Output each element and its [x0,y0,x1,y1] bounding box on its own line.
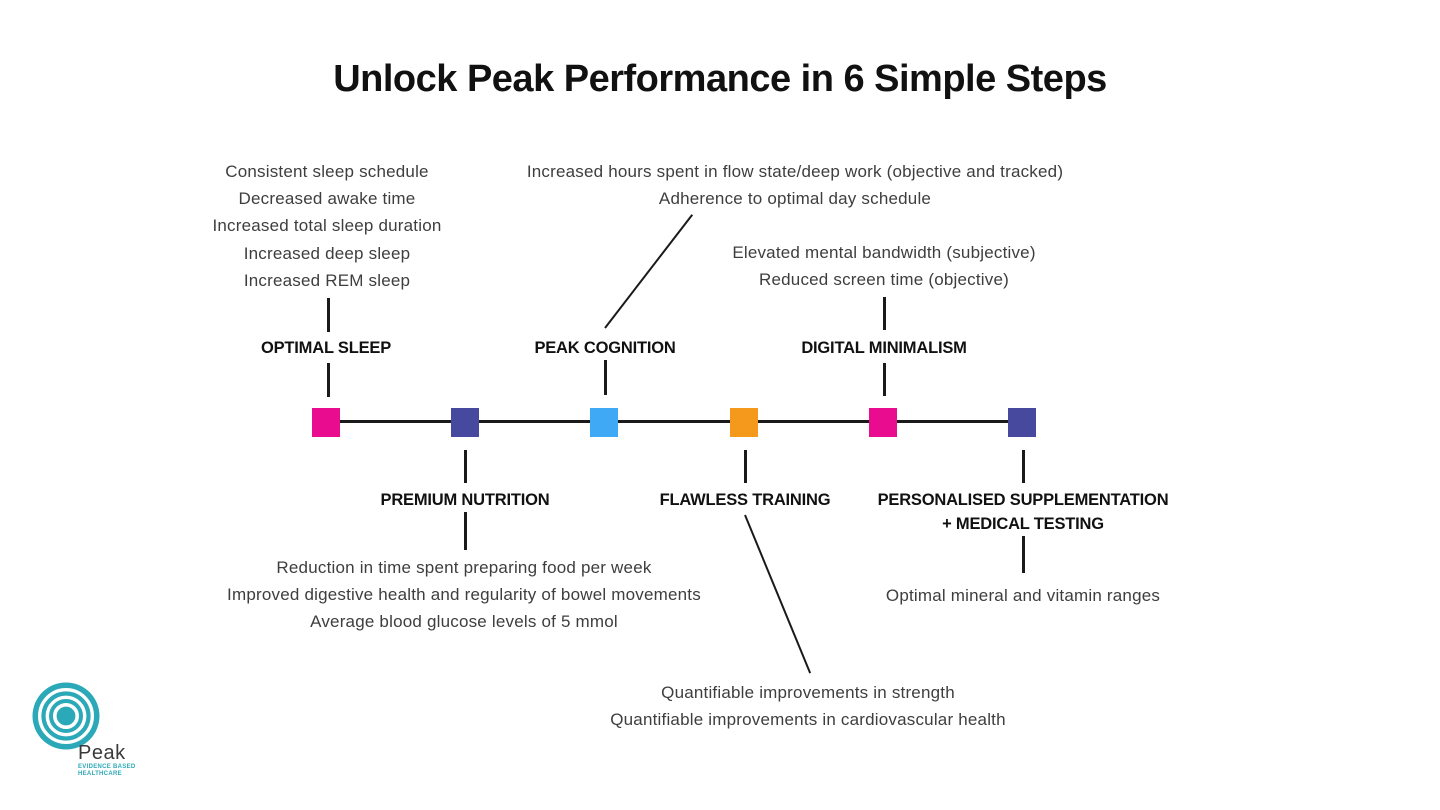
metric-line: Reduced screen time (objective) [759,270,1009,290]
metric-line: Quantifiable improvements in cardiovascu… [610,710,1006,730]
metric-line: Increased hours spent in flow state/deep… [526,162,1064,181]
connector-tick [604,360,607,395]
timeline-node-digital-minimalism [869,408,897,437]
connector-tick [883,297,886,330]
step-label-line1: PERSONALISED SUPPLEMENTATION [877,491,1169,509]
metric-line: Optimal mineral and vitamin ranges [885,586,1161,605]
metric-line: Consistent sleep schedule [225,162,429,181]
connector-diagonal-peak-cognition [604,214,694,329]
timeline-node-flawless-training [730,408,758,437]
metric-line: Average blood glucose levels of 5 mmol [310,612,618,632]
metric-line: Elevated mental bandwidth (subjective) [732,243,1036,262]
logo-tagline-line2: HEALTHCARE [78,771,122,777]
timeline-node-peak-cognition [590,408,618,437]
step-label-flawless-training: FLAWLESS TRAINING [659,491,831,509]
metric-line: Decreased awake time [238,189,416,209]
step-label-optimal-sleep: OPTIMAL SLEEP [260,339,392,357]
timeline-axis [326,420,1022,423]
timeline-node-premium-nutrition [451,408,479,437]
metric-line: Quantifiable improvements in strength [661,683,955,702]
connector-tick [327,363,330,397]
connector-tick [464,450,467,483]
metric-line: Improved digestive health and regularity… [227,585,701,605]
step-label-peak-cognition: PEAK COGNITION [534,339,676,357]
step-label-line2: + MEDICAL TESTING [942,515,1104,533]
metric-line: Adherence to optimal day schedule [658,189,932,209]
logo-text: Peak EVIDENCE BASED HEALTHCARE [78,742,136,778]
metrics-premium-nutrition: Reduction in time spent preparing food p… [227,554,701,636]
metrics-peak-cognition: Increased hours spent in flow state/deep… [527,158,1063,212]
step-label-premium-nutrition: PREMIUM NUTRITION [380,491,550,509]
connector-tick [1022,450,1025,483]
step-label-personalised-supplementation: PERSONALISED SUPPLEMENTATION + MEDICAL T… [878,488,1169,536]
metric-line: Increased deep sleep [243,243,411,263]
metrics-optimal-sleep: Consistent sleep schedule Decreased awak… [212,158,441,294]
page-title: Unlock Peak Performance in 6 Simple Step… [333,58,1107,100]
connector-diagonal-flawless-training [744,514,812,674]
timeline-node-personalised-supplementation [1008,408,1036,437]
logo-wordmark: Peak [78,742,126,764]
logo: Peak EVIDENCE BASED HEALTHCARE [32,682,172,787]
timeline-node-optimal-sleep [312,408,340,437]
connector-tick [744,450,747,483]
metric-line: Increased REM sleep [243,270,411,290]
metrics-personalised-supplementation: Optimal mineral and vitamin ranges [886,582,1160,609]
target-icon [32,682,100,750]
metric-line: Increased total sleep duration [212,216,442,236]
metric-line: Reduction in time spent preparing food p… [276,558,652,577]
metrics-flawless-training: Quantifiable improvements in strength Qu… [610,679,1006,733]
metrics-digital-minimalism: Elevated mental bandwidth (subjective) R… [732,239,1035,293]
logo-tagline-line1: EVIDENCE BASED [78,764,136,770]
connector-tick [464,512,467,550]
connector-tick [1022,536,1025,573]
connector-tick [883,363,886,396]
connector-tick [327,298,330,332]
step-label-digital-minimalism: DIGITAL MINIMALISM [801,339,967,357]
